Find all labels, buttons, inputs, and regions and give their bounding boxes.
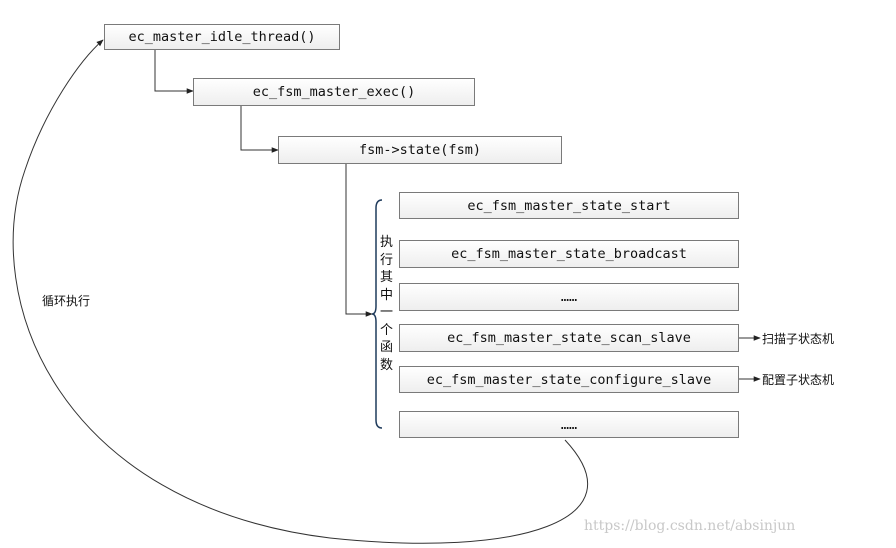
connector-idle-to-exec — [154, 49, 194, 94]
idle-thread-box: ec_master_idle_thread() — [104, 24, 340, 50]
connector-state-to-brace — [345, 164, 373, 317]
loop-back-curve — [12, 39, 588, 544]
vertical-char: 个 — [380, 322, 394, 338]
state-start-box: ec_fsm_master_state_start — [399, 192, 739, 219]
state-scan-slave-box: ec_fsm_master_state_scan_slave — [399, 324, 739, 352]
state-broadcast-box: ec_fsm_master_state_broadcast — [399, 240, 739, 268]
vertical-char: 数 — [380, 357, 394, 373]
vertical-char: 执 — [380, 235, 394, 250]
fsm-exec-box: ec_fsm_master_exec() — [193, 78, 475, 106]
vertical-char: 一 — [380, 305, 394, 320]
ellipsis-box-2: …… — [399, 411, 739, 438]
vertical-char: 行 — [380, 252, 394, 268]
connector-exec-to-state — [240, 106, 279, 153]
config-sub-fsm-label: 配置子状态机 — [762, 373, 835, 387]
vertical-char: 中 — [380, 287, 394, 303]
vertical-char: 其 — [380, 270, 394, 285]
vertical-char: 函 — [380, 340, 394, 355]
fsm-state-box: fsm->state(fsm) — [278, 136, 562, 164]
execute-one-function-label: 执 行 其 中 一 个 函 数 — [380, 234, 393, 374]
watermark: https://blog.csdn.net/absinjun — [584, 518, 796, 534]
loop-label: 循环执行 — [42, 294, 91, 308]
ellipsis-box-1: …… — [399, 283, 739, 311]
scan-sub-fsm-label: 扫描子状态机 — [762, 332, 835, 346]
state-configure-slave-box: ec_fsm_master_state_configure_slave — [399, 366, 739, 393]
group-brace — [371, 199, 383, 429]
